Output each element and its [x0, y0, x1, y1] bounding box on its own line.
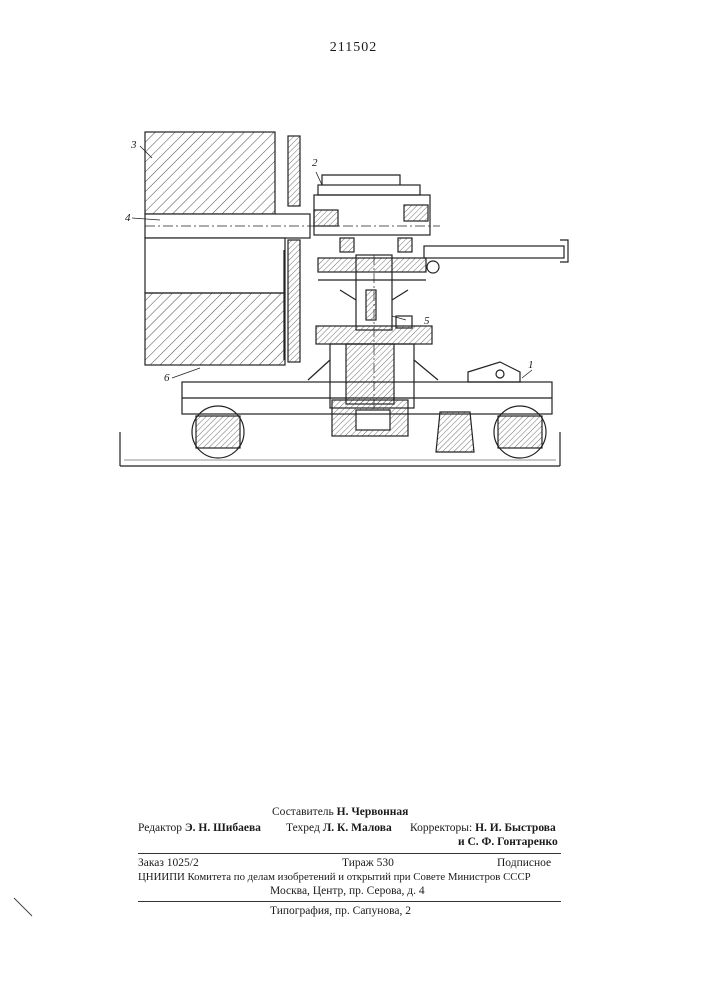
institute-line: ЦНИИПИ Комитета по делам изобретений и о… [138, 871, 531, 883]
techred-line: Техред Л. К. Малова [286, 822, 392, 834]
figure-label-4: 4 [125, 212, 131, 224]
center-support [436, 412, 474, 452]
technical-drawing: 3 2 4 5 1 6 [110, 120, 580, 480]
drum-middle [145, 238, 285, 293]
figure-label-1: 1 [528, 359, 534, 371]
editor-name: Э. Н. Шибаева [185, 822, 261, 834]
correctors-line: Корректоры: Н. И. Быстрова [410, 822, 556, 834]
figure-label-2: 2 [312, 157, 318, 169]
composer-line: Составитель Н. Червонная [272, 806, 408, 818]
upper-gearbox [314, 175, 430, 280]
patent-number: 211502 [0, 40, 707, 56]
extension-rod [424, 240, 568, 273]
corrector-2: и С. Ф. Гонтаренко [458, 836, 558, 848]
bearing-housing [308, 316, 438, 436]
order-number: Заказ 1025/2 [138, 857, 199, 869]
composer-name: Н. Червонная [337, 806, 409, 818]
circulation: Тираж 530 [342, 857, 394, 869]
address-line: Москва, Центр, пр. Серова, д. 4 [270, 885, 425, 897]
techred-name: Л. К. Малова [323, 822, 392, 834]
corrector-1: Н. И. Быстрова [475, 822, 556, 834]
editor-role: Редактор [138, 822, 182, 834]
figure-label-3: 3 [130, 139, 137, 151]
editor-line: Редактор Э. Н. Шибаева [138, 822, 261, 834]
correctors-role: Корректоры: [410, 822, 472, 834]
techred-role: Техред [286, 822, 320, 834]
printing-line: Типография, пр. Сапунова, 2 [270, 905, 411, 917]
divider-line-2 [138, 901, 561, 902]
divider-line [138, 853, 561, 854]
drum-lower-block [145, 293, 285, 365]
drum-upper-block [145, 132, 275, 214]
sprocket-disc [284, 136, 300, 362]
composer-role: Составитель [272, 806, 334, 818]
figure-label-5: 5 [424, 315, 430, 327]
subscription: Подписное [497, 857, 551, 869]
scan-mark [12, 896, 36, 920]
figure-label-6: 6 [164, 372, 170, 384]
